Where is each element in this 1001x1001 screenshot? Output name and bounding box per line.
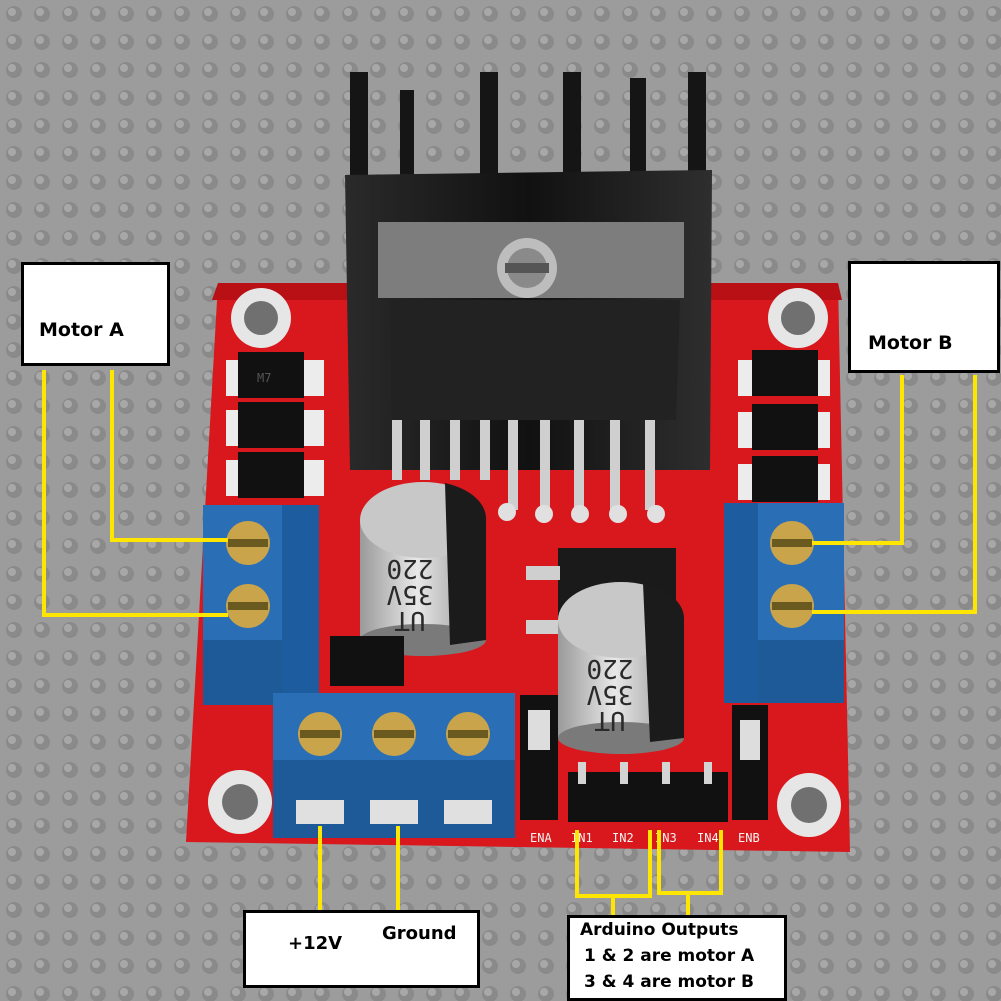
motor-b-label-box: Motor B <box>848 261 1000 373</box>
capacitor-label-1: 220 <box>387 553 434 583</box>
motor-a-label-box: Motor A <box>21 262 170 366</box>
terminal-block-motor-b <box>724 503 844 703</box>
diodes-left: M7 <box>226 352 324 498</box>
arduino-label-line2: 1 & 2 are motor A <box>584 946 755 966</box>
terminal-block-motor-a <box>203 505 319 705</box>
terminal-block-power <box>273 693 515 838</box>
plus12v-label: +12V <box>288 933 343 954</box>
capacitor-label-3: UT <box>594 705 626 735</box>
capacitor-label-3: UT <box>394 605 426 635</box>
motor-b-label: Motor B <box>868 332 953 354</box>
arduino-label-line3: 3 & 4 are motor B <box>584 972 754 992</box>
arduino-label-box: Arduino Outputs 1 & 2 are motor A 3 & 4 … <box>567 915 787 1001</box>
heatsink <box>345 72 712 470</box>
annotation-wires <box>42 370 977 918</box>
capacitor-label-1: 220 <box>587 653 634 683</box>
mounting-hole <box>768 288 828 348</box>
silk-in4: IN4 <box>697 831 719 845</box>
ic-pins <box>392 420 665 523</box>
capacitor: 220 35V UT <box>558 582 685 754</box>
mounting-hole <box>208 770 272 834</box>
mounting-hole <box>777 773 841 837</box>
silk-in2: IN2 <box>612 831 634 845</box>
mounting-hole <box>231 288 291 348</box>
header-pins <box>568 762 728 822</box>
capacitor: 220 35V UT <box>360 482 487 656</box>
wire-motor-b-2 <box>812 375 977 614</box>
diode-marking: M7 <box>257 371 271 385</box>
ground-label: Ground <box>382 923 457 944</box>
wire-motor-a-2 <box>110 370 228 542</box>
wire-motor-b-1 <box>812 375 904 545</box>
silk-ena: ENA <box>530 831 552 845</box>
power-label-box: +12V Ground <box>243 910 480 988</box>
jumpers <box>330 636 768 820</box>
motor-a-label: Motor A <box>39 319 124 341</box>
diodes-right <box>738 350 830 502</box>
arduino-label-line1: Arduino Outputs <box>580 920 739 940</box>
wire-motor-a-1 <box>42 370 228 617</box>
silk-enb: ENB <box>738 831 760 845</box>
silk-in1: IN1 <box>571 831 593 845</box>
capacitor-label-2: 35V <box>587 679 634 709</box>
capacitor-label-2: 35V <box>387 579 434 609</box>
